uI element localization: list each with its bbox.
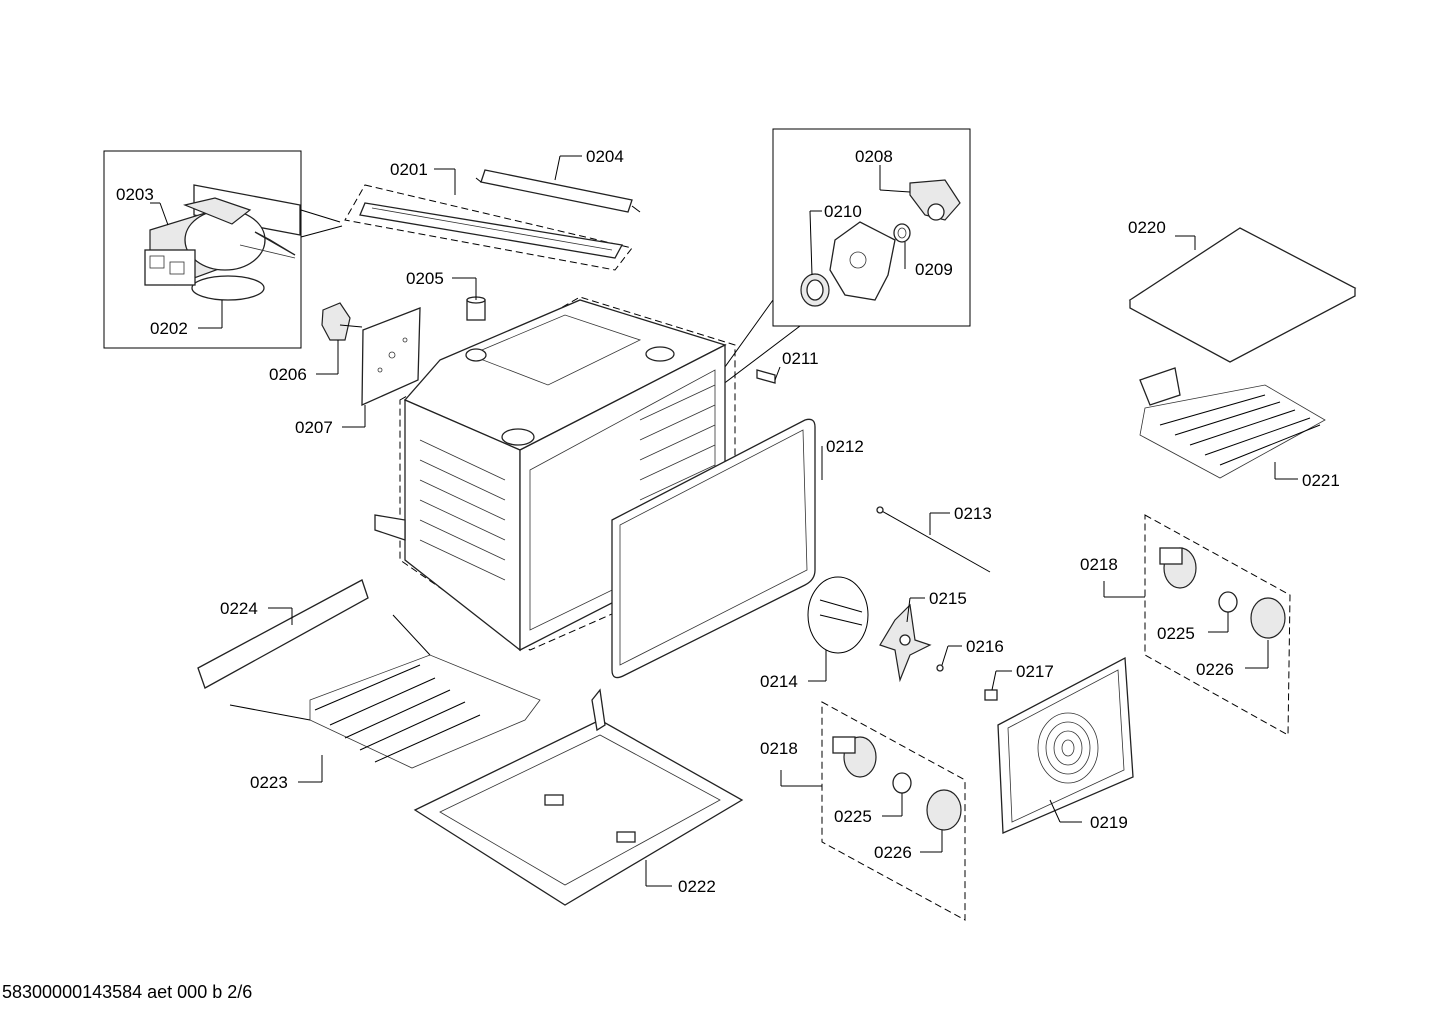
callout-0218-left: 0218 <box>760 739 798 758</box>
callout-0203: 0203 <box>116 185 154 204</box>
callout-labels: 0203 0202 0201 0204 0205 0206 0207 0208 … <box>116 147 1340 896</box>
callout-0224: 0224 <box>220 599 258 618</box>
callout-0223: 0223 <box>250 773 288 792</box>
oven-cavity <box>374 296 736 652</box>
callout-0206: 0206 <box>269 365 307 384</box>
callout-0204: 0204 <box>586 147 624 166</box>
callout-0225-right: 0225 <box>1157 624 1195 643</box>
small-parts <box>321 296 776 407</box>
callout-0212: 0212 <box>826 437 864 456</box>
callout-0217: 0217 <box>1016 662 1054 681</box>
callout-0222: 0222 <box>678 877 716 896</box>
callout-0201: 0201 <box>390 160 428 179</box>
callout-0218-right: 0218 <box>1080 555 1118 574</box>
grill-parts <box>1128 227 1357 479</box>
sensor-rod <box>876 506 991 573</box>
lamp-group-left <box>821 701 966 921</box>
callout-0214: 0214 <box>760 672 798 691</box>
leader-lines <box>150 155 1298 887</box>
callout-0213: 0213 <box>954 504 992 523</box>
top-rail-assembly <box>344 169 641 271</box>
callout-0225-left: 0225 <box>834 807 872 826</box>
back-panel <box>997 656 1134 834</box>
fan-parts <box>807 576 998 701</box>
callout-0219: 0219 <box>1090 813 1128 832</box>
callout-0209: 0209 <box>915 260 953 279</box>
callout-0207: 0207 <box>295 418 333 437</box>
callout-0211: 0211 <box>782 349 819 368</box>
callout-0226-left: 0226 <box>874 843 912 862</box>
callout-0215: 0215 <box>929 589 967 608</box>
callout-0220: 0220 <box>1128 218 1166 237</box>
callout-0216: 0216 <box>966 637 1004 656</box>
lamp-group-right <box>1144 514 1291 736</box>
door-seal <box>611 418 816 679</box>
callout-0221: 0221 <box>1302 471 1340 490</box>
callout-0205: 0205 <box>406 269 444 288</box>
callout-0226-right: 0226 <box>1196 660 1234 679</box>
document-id-footer: 58300000143584 aet 000 b 2/6 <box>2 982 253 1002</box>
inset-fan-cover <box>711 128 971 389</box>
bottom-parts <box>197 579 744 906</box>
inset-fan-motor <box>103 150 343 349</box>
callout-0202: 0202 <box>150 319 188 338</box>
callout-0210: 0210 <box>824 202 862 221</box>
callout-0208: 0208 <box>855 147 893 166</box>
